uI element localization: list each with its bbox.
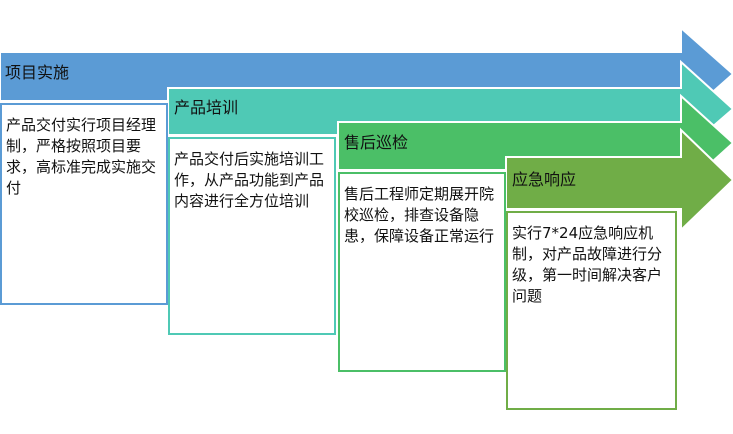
stage-desc-box-3: 售后工程师定期展开院校巡检，排查设备隐患，保障设备正常运行 <box>338 172 506 372</box>
stage-title-2: 产品培训 <box>174 98 239 117</box>
stage-title-1: 项目实施 <box>5 63 70 82</box>
stage-desc: 产品交付实行项目经理制，严格按照项目要求，高标准完成实施交付 <box>6 116 157 197</box>
stage-title-3: 售后巡检 <box>344 133 409 152</box>
stage-arrow-4 <box>505 127 733 233</box>
stage-desc-box-4: 实行7*24应急响应机制，对产品故障进行分级，第一时间解决客户问题 <box>506 211 677 410</box>
stage-desc: 实行7*24应急响应机制，对产品故障进行分级，第一时间解决客户问题 <box>512 224 663 305</box>
stage-desc-box-1: 产品交付实行项目经理制，严格按照项目要求，高标准完成实施交付 <box>0 103 168 305</box>
stage-title-4: 应急响应 <box>512 170 577 189</box>
stage-desc: 产品交付后实施培训工作，从产品功能到产品内容进行全方位培训 <box>174 150 325 210</box>
stage-desc-box-2: 产品交付后实施培训工作，从产品功能到产品内容进行全方位培训 <box>168 137 336 335</box>
stage-desc: 售后工程师定期展开院校巡检，排查设备隐患，保障设备正常运行 <box>344 185 495 245</box>
